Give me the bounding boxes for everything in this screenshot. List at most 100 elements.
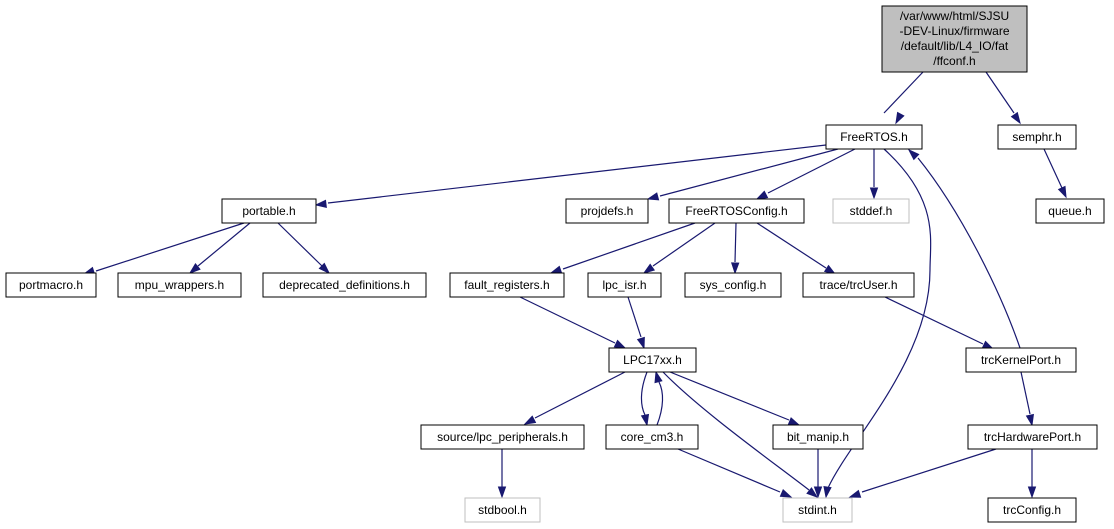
- node-stddef[interactable]: stddef.h: [832, 198, 910, 224]
- edge-root-semphr-line: [985, 71, 1015, 114]
- node-projdefs[interactable]: projdefs.h: [565, 198, 649, 224]
- edge-lpcisr-lpc17xx: [627, 296, 645, 350]
- edge-trckernel-trchardware-line: [1020, 371, 1031, 415]
- edge-config-trcuser: [756, 222, 837, 275]
- edge-portable-mpu-line: [197, 222, 251, 267]
- edge-fault-lpc17xx-line: [519, 296, 616, 344]
- root-line-2: -DEV-Linux/firmware: [899, 24, 1009, 38]
- edge-lpc17xx-stdint-line: [662, 371, 810, 491]
- node-bit-manip-label: bit_manip.h: [787, 430, 849, 444]
- node-trckernelport-label: trcKernelPort.h: [981, 353, 1061, 367]
- edge-trckernelport-freertos-arrowhead: [907, 148, 920, 161]
- edge-freertos-stddef: [869, 149, 879, 200]
- node-portmacro-label: portmacro.h: [19, 278, 83, 292]
- edge-root-semphr-arrowhead: [1010, 111, 1021, 125]
- node-trckernelport[interactable]: trcKernelPort.h: [965, 347, 1077, 373]
- edge-lpc17xx-lpcperiph-arrowhead: [523, 415, 537, 425]
- node-stdint[interactable]: stdint.h: [782, 497, 853, 523]
- edge-fault-lpc17xx: [519, 296, 627, 349]
- node-queue-label: queue.h: [1048, 204, 1091, 218]
- node-deprecated-definitions[interactable]: deprecated_definitions.h: [262, 272, 427, 298]
- edge-freertos-freertosconfig-arrowhead: [755, 190, 769, 200]
- edge-freertos-portable: [314, 144, 827, 208]
- node-deprecated-definitions-label: deprecated_definitions.h: [279, 278, 410, 292]
- edge-lpcperiph-stdbool-arrowhead: [497, 486, 507, 499]
- edge-portable-mpu: [188, 222, 251, 274]
- node-lpc17xx[interactable]: LPC17xx.h: [608, 347, 697, 373]
- node-projdefs-label: projdefs.h: [581, 204, 634, 218]
- node-lpc-isr[interactable]: lpc_isr.h: [587, 272, 662, 298]
- root-line-1: /var/www/html/SJSU: [900, 9, 1009, 23]
- edge-config-fault: [549, 222, 696, 274]
- node-core-cm3[interactable]: core_cm3.h: [605, 424, 699, 450]
- edge-trckernelport-freertos-line: [917, 157, 1021, 349]
- edge-config-fault-line: [562, 222, 696, 270]
- edge-corecm3-lpc17xx-line: [656, 381, 664, 426]
- root-node-ffconf[interactable]: /var/www/html/SJSU -DEV-Linux/firmware /…: [881, 5, 1028, 73]
- node-stdbool-label: stdbool.h: [478, 503, 527, 517]
- edge-portable-deprecated-arrowhead: [318, 262, 331, 275]
- edge-trchardware-trcconfig: [1027, 449, 1037, 499]
- node-mpu-wrappers[interactable]: mpu_wrappers.h: [117, 272, 242, 298]
- edge-config-sysconfig-line: [734, 222, 737, 263]
- node-freertos[interactable]: FreeRTOS.h: [825, 124, 923, 150]
- edge-lpcperiph-stdbool: [497, 449, 507, 499]
- edge-config-sysconfig: [731, 222, 740, 275]
- edge-trcuser-trckernelport: [884, 296, 995, 350]
- edge-portable-mpu-arrowhead: [188, 263, 201, 274]
- edge-lpc17xx-stdint: [662, 371, 819, 498]
- edge-trcuser-trckernelport-line: [884, 296, 984, 345]
- node-lpc-isr-label: lpc_isr.h: [602, 278, 646, 292]
- node-portmacro[interactable]: portmacro.h: [5, 272, 97, 298]
- edge-lpc17xx-corecm3-arrowhead: [640, 413, 650, 427]
- node-stddef-label: stddef.h: [850, 204, 893, 218]
- node-fault-registers[interactable]: fault_registers.h: [449, 272, 565, 298]
- node-trcuser[interactable]: trace/trcUser.h: [802, 272, 915, 298]
- node-trchardwareport-label: trcHardwarePort.h: [984, 430, 1081, 444]
- edge-lpcisr-lpc17xx-arrowhead: [636, 336, 645, 350]
- node-trchardwareport[interactable]: trcHardwarePort.h: [967, 424, 1098, 450]
- edge-corecm3-lpc17xx: [654, 370, 664, 426]
- edge-freertos-freertosconfig-line: [767, 148, 856, 194]
- node-portable-label: portable.h: [242, 204, 295, 218]
- node-lpc-peripherals-label: source/lpc_peripherals.h: [437, 430, 568, 444]
- node-portable[interactable]: portable.h: [221, 198, 317, 224]
- node-sys-config-label: sys_config.h: [700, 278, 767, 292]
- edge-bitmanip-stdint-arrowhead: [813, 486, 823, 499]
- edge-config-lpcisr-arrowhead: [642, 263, 656, 274]
- node-trcconfig[interactable]: trcConfig.h: [987, 497, 1077, 523]
- edge-config-trcuser-line: [756, 222, 827, 269]
- node-freertos-label: FreeRTOS.h: [840, 130, 908, 144]
- edge-config-lpcisr: [642, 222, 716, 274]
- edge-lpcisr-lpc17xx-line: [627, 296, 642, 338]
- edge-lpc17xx-bitmanip-line: [669, 371, 790, 421]
- edge-freertos-portable-line: [327, 144, 827, 204]
- edge-trchardware-stdint-line: [861, 448, 997, 493]
- node-sys-config[interactable]: sys_config.h: [684, 272, 782, 298]
- edge-root-freertos-arrowhead: [895, 111, 905, 125]
- node-freertosconfig[interactable]: FreeRTOSConfig.h: [668, 198, 805, 224]
- node-freertosconfig-label: FreeRTOSConfig.h: [685, 204, 787, 218]
- edge-lpc17xx-stdint-arrowhead: [806, 487, 819, 498]
- root-line-4: /ffconf.h: [933, 54, 975, 68]
- edge-config-fault-arrowhead: [549, 265, 563, 274]
- node-stdbool[interactable]: stdbool.h: [464, 497, 541, 523]
- edge-portable-deprecated: [277, 222, 331, 275]
- edge-trckernel-trchardware: [1020, 371, 1034, 427]
- edge-trchardware-trcconfig-arrowhead: [1027, 486, 1037, 499]
- edge-corecm3-lpc17xx-arrowhead: [654, 370, 663, 384]
- node-lpc17xx-label: LPC17xx.h: [623, 353, 682, 367]
- edge-trchardware-stdint: [848, 448, 997, 498]
- edge-freertos-projdefs-line: [659, 148, 839, 197]
- edge-bitmanip-stdint: [813, 449, 823, 499]
- node-bit-manip[interactable]: bit_manip.h: [772, 424, 864, 450]
- edge-lpc17xx-lpcperiph: [523, 371, 626, 425]
- edge-freertos-freertosconfig: [755, 148, 856, 200]
- edge-root-freertos: [883, 71, 924, 125]
- edge-root-freertos-line: [883, 71, 924, 114]
- node-queue[interactable]: queue.h: [1035, 198, 1105, 224]
- node-semphr[interactable]: semphr.h: [997, 124, 1077, 150]
- edge-corecm3-stdint-line: [677, 448, 781, 493]
- node-lpc-peripherals[interactable]: source/lpc_peripherals.h: [420, 424, 585, 450]
